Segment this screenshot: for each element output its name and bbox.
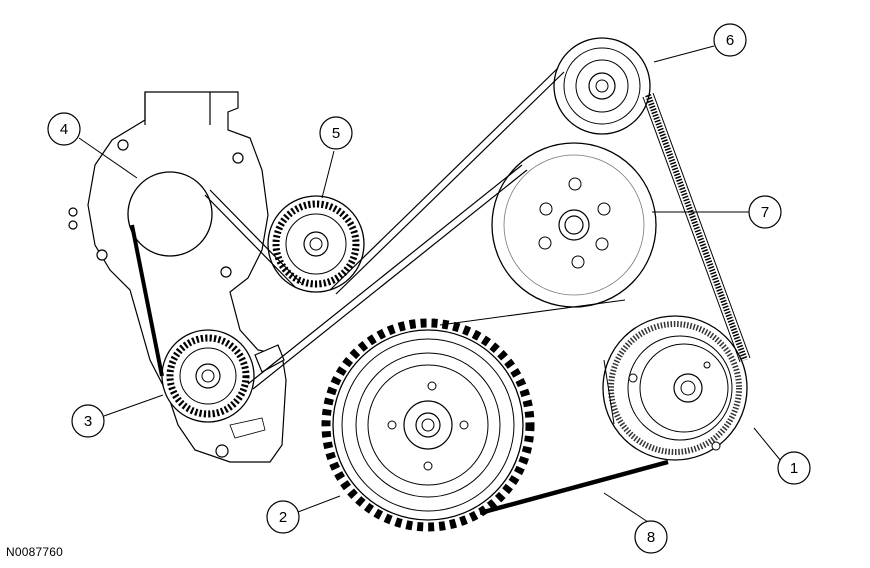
- leader-8: [603, 492, 649, 523]
- callout-4-label: 4: [60, 121, 68, 138]
- callout-8-label: 8: [647, 529, 655, 546]
- callout-1: 1: [777, 451, 811, 485]
- callout-7: 7: [748, 195, 782, 229]
- leader-6: [653, 45, 715, 63]
- leader-1: [753, 427, 782, 462]
- leader-5: [321, 150, 335, 199]
- callout-1-label: 1: [790, 460, 798, 477]
- leader-4: [78, 137, 138, 179]
- callout-7-label: 7: [761, 204, 769, 221]
- callout-2-label: 2: [279, 509, 287, 526]
- leader-2: [297, 495, 341, 513]
- alternator-pulley-4: [127, 171, 213, 257]
- pulley-7: [491, 142, 657, 308]
- callout-8: 8: [634, 520, 668, 554]
- callout-5: 5: [319, 116, 353, 150]
- idler-pulley-6: [553, 37, 651, 135]
- callout-4: 4: [47, 112, 81, 146]
- leader-3: [103, 394, 164, 417]
- crankshaft-pulley-2: [321, 318, 535, 532]
- callouts: 1 2 3 4 5 6 7 8: [47, 23, 811, 554]
- callout-leaders: [78, 45, 782, 523]
- callout-6-label: 6: [726, 32, 734, 49]
- callout-5-label: 5: [332, 125, 340, 142]
- callout-6: 6: [713, 23, 747, 57]
- callout-3-label: 3: [84, 413, 92, 430]
- drive-belt-8: [130, 67, 751, 516]
- idler-pulley-5: [267, 195, 365, 293]
- callout-2: 2: [266, 500, 300, 534]
- figure-id: N0087760: [6, 545, 63, 559]
- tensioner-pulley-3: [161, 329, 255, 423]
- callout-3: 3: [71, 404, 105, 438]
- ac-pulley-1: [602, 315, 748, 461]
